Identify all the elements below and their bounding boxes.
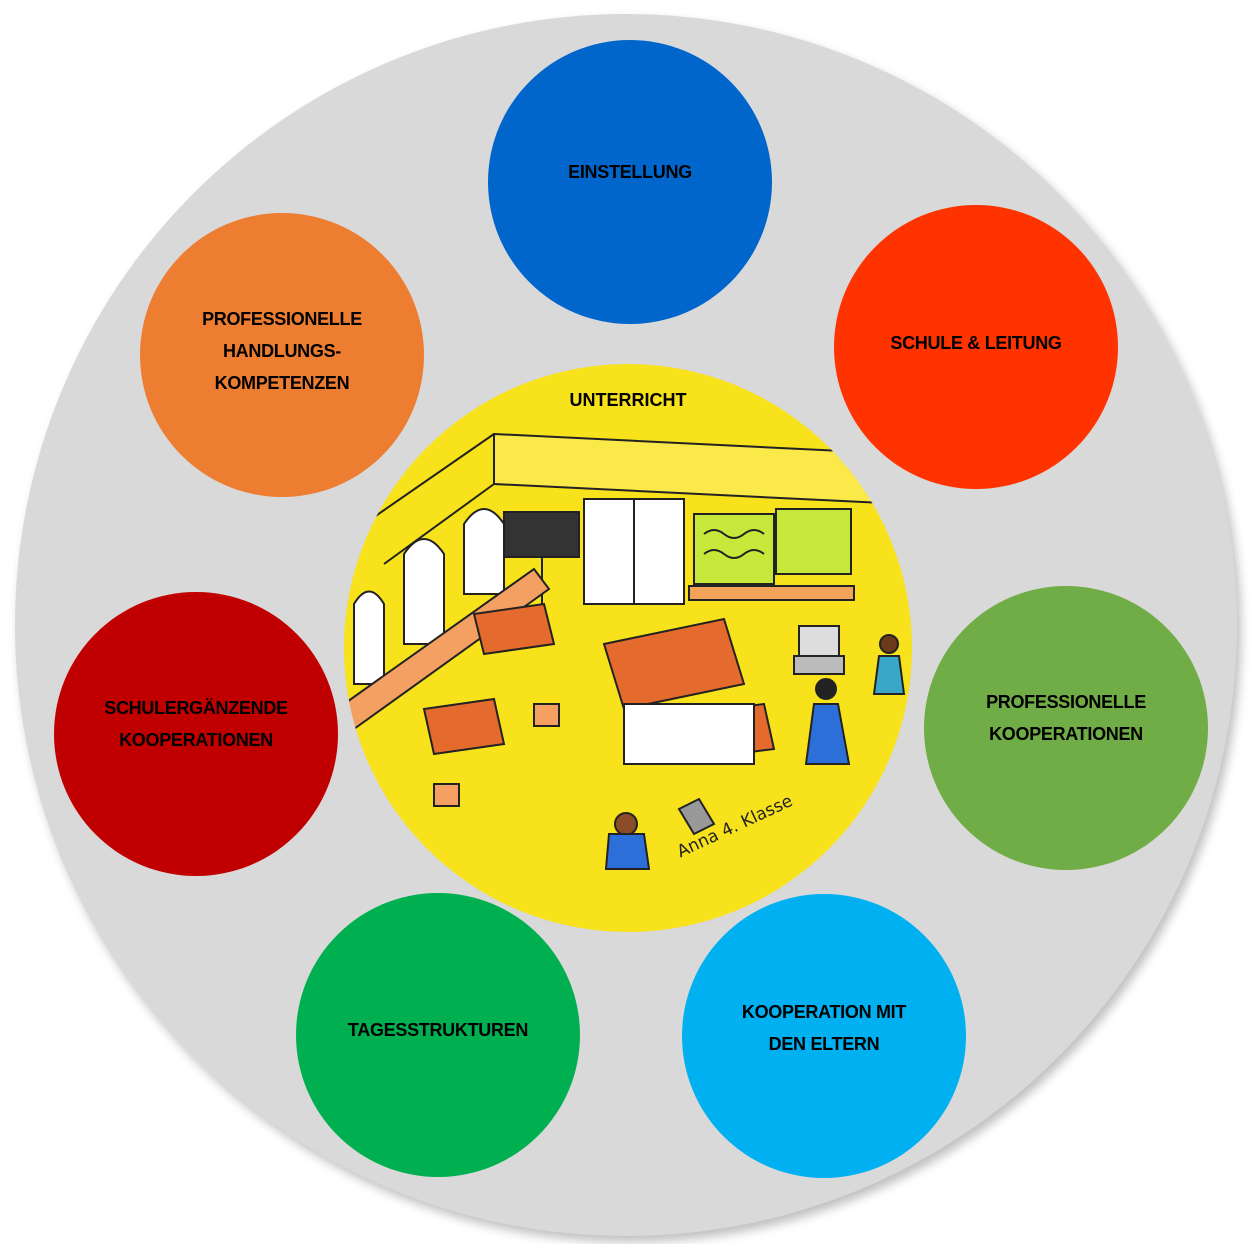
topic-circle-tagesstrukturen: TAGESSTRUKTUREN [296, 893, 580, 1177]
topic-label-kooperation-eltern: KOOPERATION MIT DEN ELTERN [741, 1002, 907, 1054]
topic-circle-professionelle-kooperationen: PROFESSIONELLE KOOPERATIONEN [924, 586, 1208, 870]
topic-circle-handlungskompetenzen: PROFESSIONELLE HANDLUNGS- KOMPETENZEN [140, 213, 424, 497]
topic-label-handlungskompetenzen: PROFESSIONELLE HANDLUNGS- KOMPETENZEN [202, 309, 362, 393]
topic-circle-schule-leitung: SCHULE & LEITUNG [834, 205, 1118, 489]
topic-label-schule-leitung: SCHULE & LEITUNG [890, 333, 1062, 353]
topic-label-einstellung: EINSTELLUNG [568, 162, 692, 182]
topic-label-schulergaenzende-kooperationen: SCHULERGÄNZENDE KOOPERATIONEN [104, 698, 288, 750]
topic-label-tagesstrukturen: TAGESSTRUKTUREN [347, 1020, 529, 1040]
center-label: UNTERRICHT [569, 390, 687, 410]
topic-label-professionelle-kooperationen: PROFESSIONELLE KOOPERATIONEN [986, 692, 1146, 744]
topic-circle-schulergaenzende-kooperationen: SCHULERGÄNZENDE KOOPERATIONEN [54, 592, 338, 876]
center-circle-unterricht: UNTERRICHT Anna 4. Klasse [344, 364, 912, 932]
topic-circle-einstellung: EINSTELLUNG [488, 40, 772, 324]
classroom-illustration [344, 432, 906, 870]
topic-circle-kooperation-eltern: KOOPERATION MIT DEN ELTERN [682, 894, 966, 1178]
